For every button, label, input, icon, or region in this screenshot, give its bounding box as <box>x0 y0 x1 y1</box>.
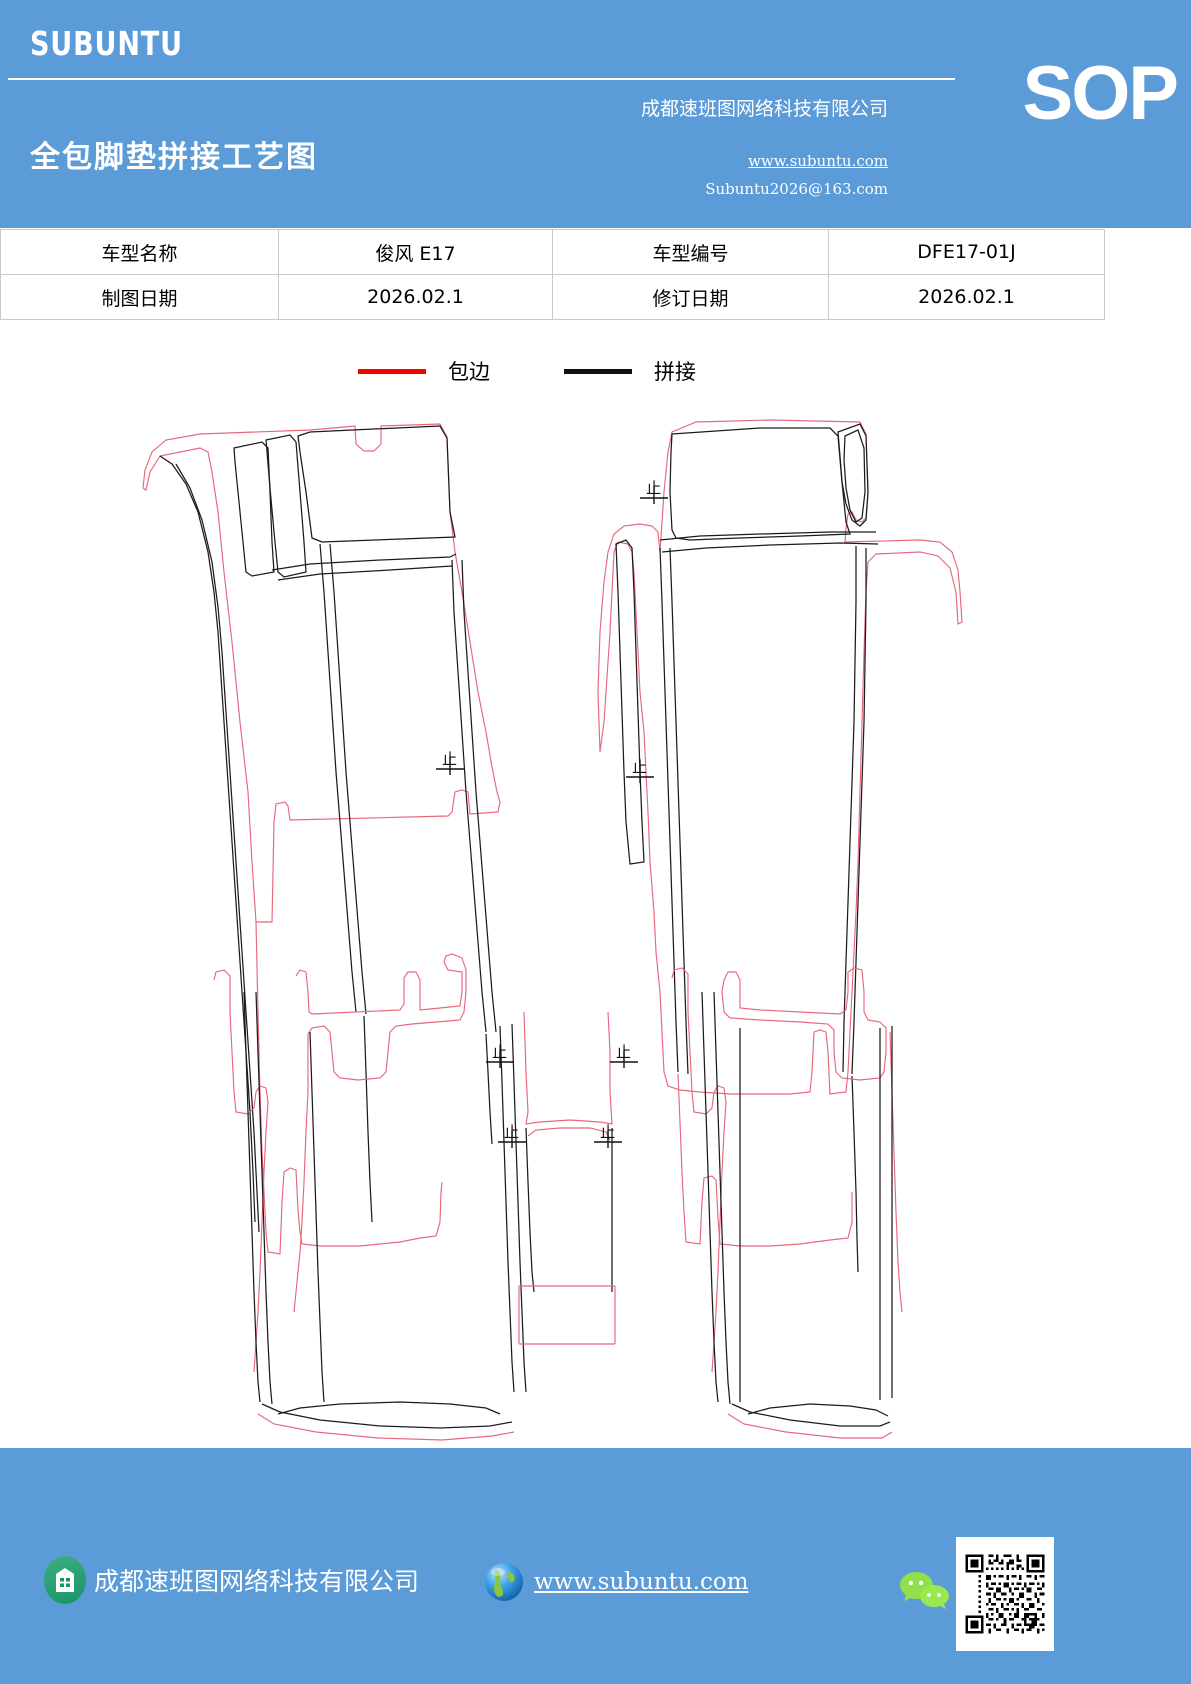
footer-url-link[interactable]: www.subuntu.com <box>534 1569 749 1595</box>
panel-front-right-floor-mat <box>597 419 963 1273</box>
table-row: 车型名称 俊风 E17 车型编号 DFE17-01J <box>0 229 1105 275</box>
table-row: 制图日期 2026.02.1 修订日期 2026.02.1 <box>0 274 1105 320</box>
stop-mark: 止 <box>594 1123 622 1148</box>
brand-logo: SUBUNTU <box>30 24 183 63</box>
label-model-name: 车型名称 <box>0 229 279 275</box>
stop-mark-group: 止 止 止 止 <box>436 479 668 1148</box>
legend-swatch-binding-icon <box>358 368 426 374</box>
panel-center-tunnel-mat <box>518 1011 616 1345</box>
legend: 包边 拼接 <box>0 356 1191 392</box>
wechat-icon <box>898 1568 954 1616</box>
value-draw-date: 2026.02.1 <box>278 274 553 320</box>
stop-mark: 止 <box>610 1043 638 1068</box>
qr-code <box>956 1537 1054 1651</box>
value-model-name: 俊风 E17 <box>278 229 553 275</box>
legend-label-seam: 拼接 <box>654 360 696 384</box>
panel-rear-left-floor-mat <box>213 953 527 1441</box>
building-icon <box>44 1556 86 1604</box>
stop-mark: 止 <box>626 758 654 783</box>
footer-company-name: 成都速班图网络科技有限公司 <box>94 1567 420 1596</box>
footer-website-block[interactable]: www.subuntu.com <box>480 1558 749 1606</box>
value-model-code: DFE17-01J <box>828 229 1105 275</box>
footer-company-block: 成都速班图网络科技有限公司 <box>44 1556 419 1604</box>
header-divider <box>8 78 955 80</box>
globe-icon <box>480 1558 528 1606</box>
document-title: 全包脚垫拼接工艺图 <box>30 140 318 175</box>
legend-label-binding: 包边 <box>448 360 490 384</box>
label-model-code: 车型编号 <box>552 229 829 275</box>
panel-front-left-floor-mat <box>142 423 501 1255</box>
page-header: SUBUNTU 全包脚垫拼接工艺图 成都速班图网络科技有限公司 www.subu… <box>0 0 1191 228</box>
legend-swatch-seam-icon <box>564 368 632 374</box>
label-revision-date: 修订日期 <box>552 274 829 320</box>
stop-mark: 止 <box>498 1123 526 1148</box>
sop-badge: SOP <box>1022 51 1179 136</box>
header-website-link[interactable]: www.subuntu.com <box>748 152 888 170</box>
technical-drawing-canvas: 止 止 止 止 <box>0 392 1191 1450</box>
legend-item-binding: 包边 <box>358 356 490 386</box>
stop-mark: 止 <box>436 750 464 775</box>
header-email[interactable]: Subuntu2026@163.com <box>705 180 888 198</box>
label-draw-date: 制图日期 <box>0 274 279 320</box>
vehicle-info-table: 车型名称 俊风 E17 车型编号 DFE17-01J 制图日期 2026.02.… <box>0 229 1105 320</box>
value-revision-date: 2026.02.1 <box>828 274 1105 320</box>
panel-rear-right-floor-mat <box>671 967 903 1439</box>
stop-mark: 止 <box>486 1043 514 1068</box>
legend-item-seam: 拼接 <box>564 356 696 386</box>
page-footer: 成都速班图网络科技有限公司 <box>0 1448 1191 1684</box>
stop-mark: 止 <box>640 479 668 504</box>
header-company-name: 成都速班图网络科技有限公司 <box>640 98 888 120</box>
